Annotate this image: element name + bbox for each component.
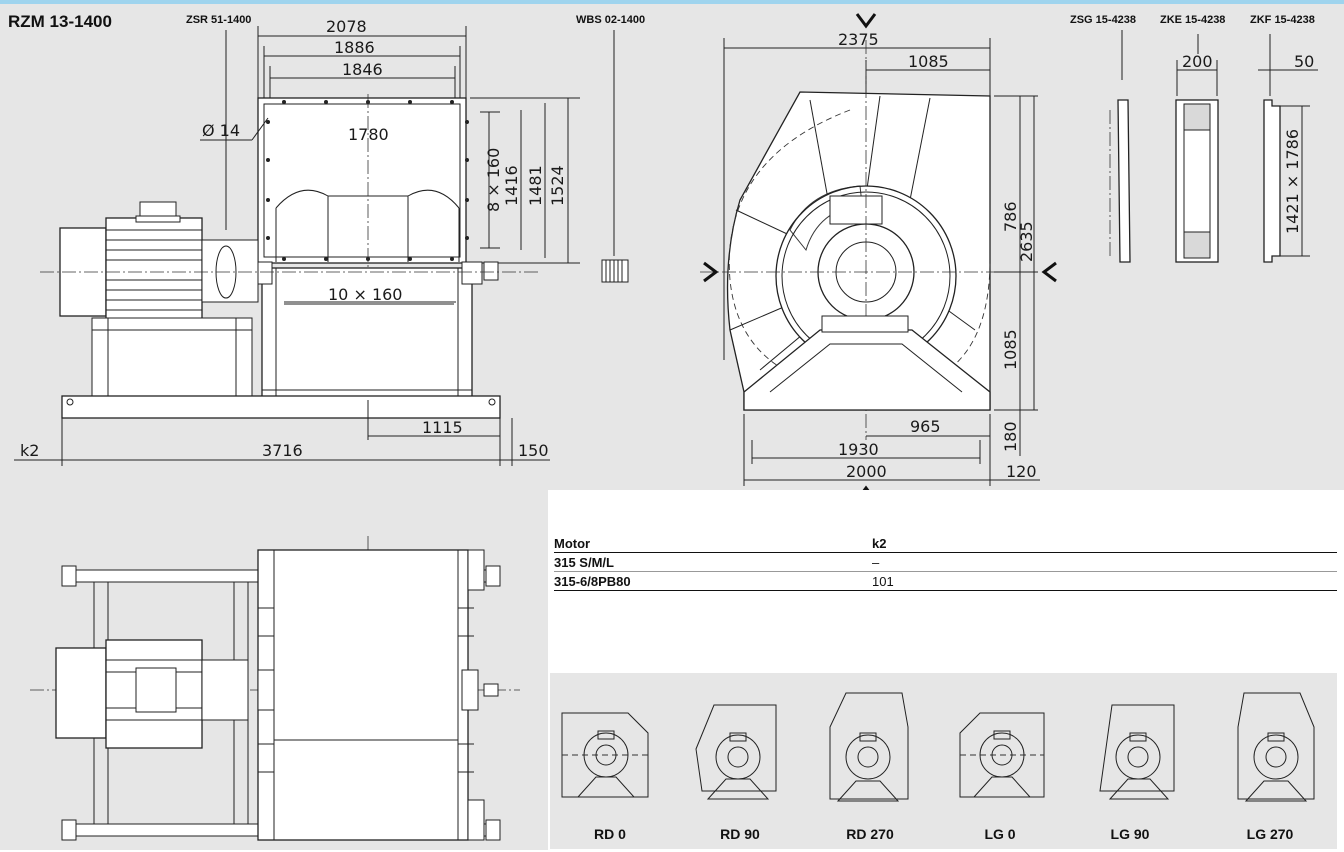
dim-2375: 2375 bbox=[838, 30, 879, 49]
dim-2000: 2000 bbox=[846, 462, 887, 481]
dim-8x160: 8 × 160 bbox=[484, 148, 503, 212]
dim-hole-diameter: Ø 14 bbox=[202, 121, 240, 140]
accessory-label-zkf: ZKF 15-4238 bbox=[1250, 14, 1315, 26]
position-rd270-icon bbox=[829, 692, 909, 802]
dim-1481: 1481 bbox=[526, 165, 545, 206]
position-rd0-icon bbox=[561, 712, 649, 798]
dim-10x160: 10 × 160 bbox=[328, 285, 402, 304]
accessory-label-zsg: ZSG 15-4238 bbox=[1070, 14, 1137, 26]
dim-180: 180 bbox=[1001, 421, 1020, 452]
dim-965: 965 bbox=[910, 417, 941, 436]
accessory-drawings bbox=[1109, 30, 1318, 263]
dim-1886: 1886 bbox=[334, 38, 375, 57]
dim-200: 200 bbox=[1182, 52, 1213, 71]
position-label: RD 270 bbox=[846, 826, 894, 842]
accessory-label-zsr: ZSR 51-1400 bbox=[186, 14, 252, 26]
position-lg0-icon bbox=[959, 712, 1045, 798]
technical-drawing-top: 2078 1886 1846 1780 Ø 14 8 × 160 1416 14… bbox=[14, 13, 1318, 490]
dim-1416: 1416 bbox=[502, 165, 521, 206]
position-rd270: RD 270 bbox=[810, 673, 930, 849]
motor-table-row: 315-6/8PB80 101 bbox=[554, 571, 1337, 591]
position-lg90: LG 90 bbox=[1070, 673, 1190, 849]
position-lg270: LG 270 bbox=[1210, 673, 1330, 849]
position-label: LG 0 bbox=[984, 826, 1016, 842]
accessory-label-zke: ZKE 15-4238 bbox=[1160, 14, 1226, 26]
dim-120: 120 bbox=[1006, 462, 1037, 481]
dim-1780: 1780 bbox=[348, 125, 389, 144]
accessory-label-wbs: WBS 02-1400 bbox=[576, 14, 646, 26]
motor-table-header-k2: k2 bbox=[872, 534, 1337, 553]
motor-table: Motor k2 315 S/M/L – 315-6/8PB80 101 bbox=[554, 534, 1337, 591]
model-title: RZM 13-1400 bbox=[8, 12, 112, 31]
dim-3716: 3716 bbox=[262, 441, 303, 460]
position-lg270-icon bbox=[1237, 692, 1315, 802]
position-lg0: LG 0 bbox=[940, 673, 1060, 849]
dim-2635: 2635 bbox=[1017, 221, 1036, 262]
motor-table-cell-motor: 315 S/M/L bbox=[554, 552, 872, 572]
position-label: RD 90 bbox=[720, 826, 760, 842]
position-label: RD 0 bbox=[594, 826, 626, 842]
dim-1421x1786: 1421 × 1786 bbox=[1283, 129, 1302, 234]
position-rd0: RD 0 bbox=[550, 673, 670, 849]
dim-1846: 1846 bbox=[342, 60, 383, 79]
dim-2078: 2078 bbox=[326, 17, 367, 36]
motor-table-cell-k2: – bbox=[872, 552, 1337, 572]
position-rd90-icon bbox=[695, 704, 777, 800]
motor-table-cell-motor: 315-6/8PB80 bbox=[554, 571, 872, 591]
front-view-drawing bbox=[700, 13, 1057, 490]
dim-1115: 1115 bbox=[422, 418, 463, 437]
motor-table-cell-k2: 101 bbox=[872, 571, 1337, 591]
housing-positions-panel: RD 0 RD 90 RD 270 bbox=[550, 673, 1337, 849]
position-rd90: RD 90 bbox=[680, 673, 800, 849]
position-lg90-icon bbox=[1099, 704, 1175, 800]
dim-k2: k2 bbox=[20, 441, 39, 460]
dim-786: 786 bbox=[1001, 201, 1020, 232]
side-view-drawing bbox=[14, 26, 629, 466]
position-label: LG 270 bbox=[1246, 826, 1294, 842]
plan-view-drawing bbox=[30, 536, 520, 841]
dim-1085-side: 1085 bbox=[1001, 329, 1020, 370]
header-bar bbox=[0, 0, 1344, 4]
motor-table-header-motor: Motor bbox=[554, 534, 872, 553]
position-label: LG 90 bbox=[1110, 826, 1150, 842]
dim-150: 150 bbox=[518, 441, 549, 460]
motor-table-header: Motor k2 bbox=[554, 534, 1337, 553]
dim-1085-top: 1085 bbox=[908, 52, 949, 71]
dim-1524: 1524 bbox=[548, 165, 567, 206]
dim-50: 50 bbox=[1294, 52, 1314, 71]
dim-1930: 1930 bbox=[838, 440, 879, 459]
motor-table-row: 315 S/M/L – bbox=[554, 552, 1337, 572]
